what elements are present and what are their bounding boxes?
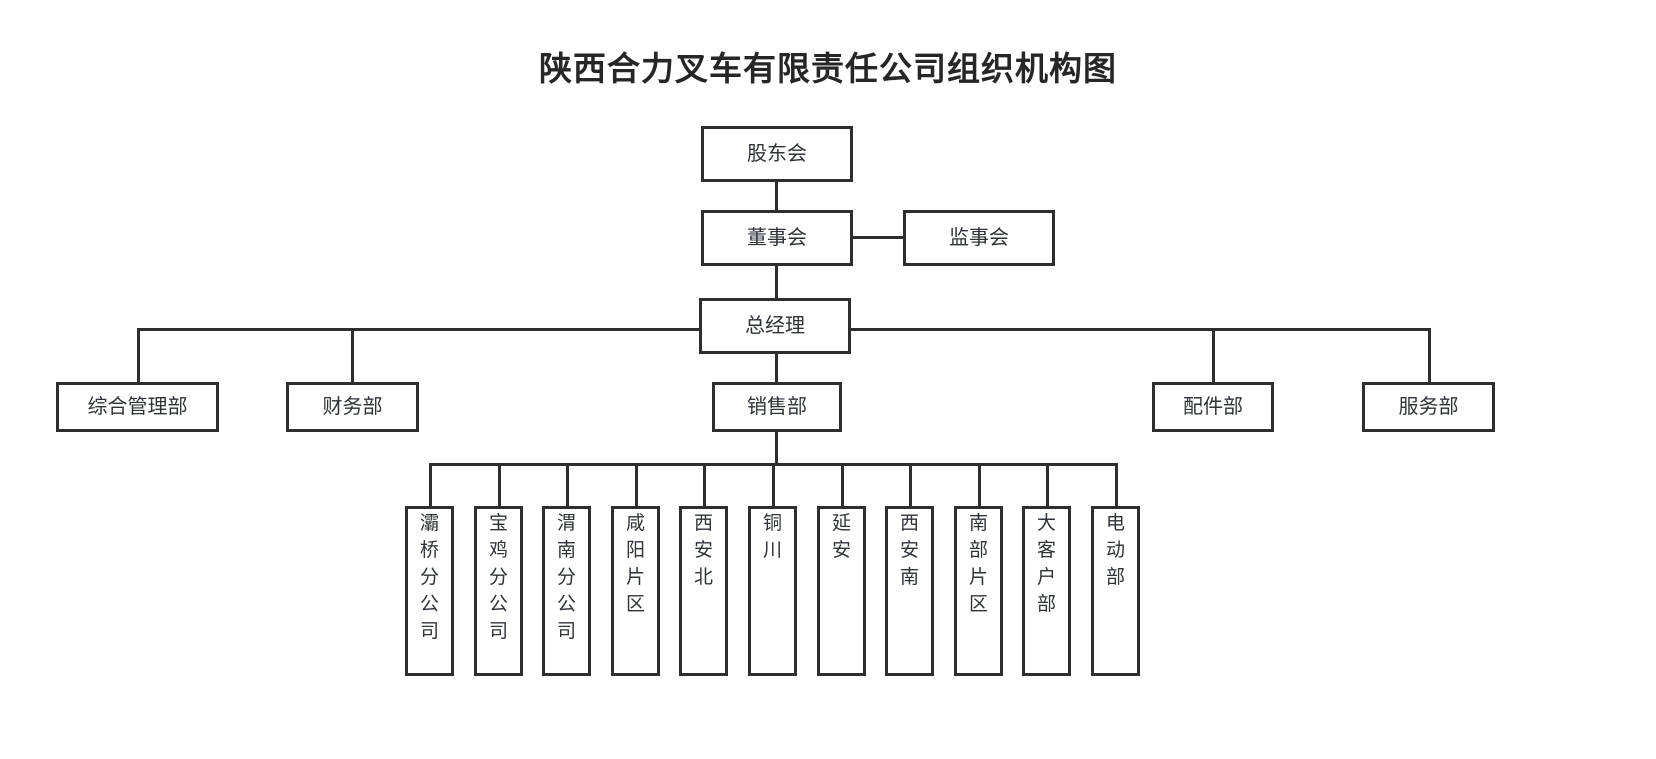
branch-label: 宝鸡分公司 bbox=[489, 513, 509, 642]
node-board-of-directors[interactable]: 董事会 bbox=[701, 210, 853, 266]
branch-label: 灞桥分公司 bbox=[420, 513, 440, 642]
connector-drop-baoji bbox=[498, 463, 501, 506]
branch-label: 大客户部 bbox=[1037, 513, 1057, 615]
connector-drop-service bbox=[1428, 328, 1431, 382]
connector-drop-weinan bbox=[566, 463, 569, 506]
node-branch-south-area[interactable]: 南部片区 bbox=[954, 506, 1003, 676]
branch-label: 电动部 bbox=[1106, 513, 1126, 588]
node-general-manager[interactable]: 总经理 bbox=[699, 298, 851, 354]
node-dept-finance[interactable]: 财务部 bbox=[286, 382, 419, 432]
node-branch-baqiao[interactable]: 灞桥分公司 bbox=[405, 506, 454, 676]
branch-label: 咸阳片区 bbox=[626, 513, 646, 615]
node-board-of-supervisors[interactable]: 监事会 bbox=[903, 210, 1055, 266]
connector-board-to-supervisors bbox=[853, 236, 903, 239]
connector-drop-xianyang bbox=[635, 463, 638, 506]
node-dept-general-admin[interactable]: 综合管理部 bbox=[56, 382, 219, 432]
node-dept-sales[interactable]: 销售部 bbox=[712, 382, 842, 432]
node-branch-electric[interactable]: 电动部 bbox=[1091, 506, 1140, 676]
page-title: 陕西合力叉车有限责任公司组织机构图 bbox=[539, 50, 1117, 87]
branch-label: 西安南 bbox=[900, 513, 920, 588]
node-dept-parts[interactable]: 配件部 bbox=[1152, 382, 1274, 432]
node-dept-service[interactable]: 服务部 bbox=[1362, 382, 1495, 432]
connector-board-to-gm bbox=[775, 266, 778, 298]
node-branch-baoji[interactable]: 宝鸡分公司 bbox=[474, 506, 523, 676]
node-branch-xian-south[interactable]: 西安南 bbox=[885, 506, 934, 676]
connector-drop-south-area bbox=[978, 463, 981, 506]
connector-drop-yanan bbox=[841, 463, 844, 506]
connector-drop-tongchuan bbox=[772, 463, 775, 506]
node-shareholders[interactable]: 股东会 bbox=[701, 126, 853, 182]
branch-label: 西安北 bbox=[694, 513, 714, 588]
connector-shareholders-to-board bbox=[775, 182, 778, 210]
connector-drop-xian-north bbox=[703, 463, 706, 506]
connector-drop-finance bbox=[351, 328, 354, 382]
branch-label: 南部片区 bbox=[969, 513, 989, 615]
node-branch-xian-north[interactable]: 西安北 bbox=[679, 506, 728, 676]
node-branch-key-account[interactable]: 大客户部 bbox=[1022, 506, 1071, 676]
connector-drop-electric bbox=[1115, 463, 1118, 506]
branch-label: 铜川 bbox=[763, 513, 783, 561]
branch-label: 延安 bbox=[832, 513, 852, 561]
node-branch-yanan[interactable]: 延安 bbox=[817, 506, 866, 676]
connector-drop-key-account bbox=[1046, 463, 1049, 506]
node-branch-weinan[interactable]: 渭南分公司 bbox=[542, 506, 591, 676]
connector-sales-stub bbox=[775, 432, 778, 466]
connector-drop-baqiao bbox=[429, 463, 432, 506]
connector-drop-xian-south bbox=[909, 463, 912, 506]
connector-drop-parts bbox=[1212, 328, 1215, 382]
node-branch-tongchuan[interactable]: 铜川 bbox=[748, 506, 797, 676]
connector-drop-general-admin bbox=[137, 328, 140, 382]
branch-label: 渭南分公司 bbox=[557, 513, 577, 642]
connector-gm-stub bbox=[775, 354, 778, 382]
node-branch-xianyang[interactable]: 咸阳片区 bbox=[611, 506, 660, 676]
